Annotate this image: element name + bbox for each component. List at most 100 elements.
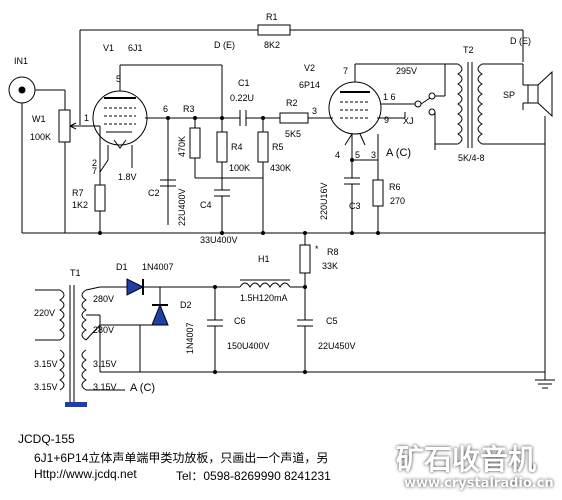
r5-label: R5 <box>272 142 284 152</box>
in1-label: IN1 <box>14 56 28 66</box>
d1-label: D1 <box>116 262 128 272</box>
v2-tube-6p14 <box>328 81 382 135</box>
d2-label: D2 <box>180 300 192 310</box>
c2-label: C2 <box>148 188 160 198</box>
watermark-name: 矿石收音机 <box>396 443 537 476</box>
c6-label: C6 <box>234 316 246 326</box>
v2-pin9: 9 <box>384 115 389 125</box>
r3-resistor <box>189 127 201 159</box>
footer-model: JCDQ-155 <box>18 432 75 446</box>
w1-potentiometer <box>58 109 71 143</box>
r6-value: 270 <box>390 196 405 206</box>
h1-value: 1.5H120mA <box>240 293 288 303</box>
c5-label: C5 <box>326 316 338 326</box>
v2-pin5: 5 <box>355 150 360 160</box>
v1-label: V1 <box>103 43 114 53</box>
v315a-label: 3.15V <box>34 359 58 369</box>
c3-label: C3 <box>349 201 361 211</box>
t2-label: T2 <box>463 45 474 55</box>
v315d-label: 3.15V <box>93 382 117 392</box>
r1-label: R1 <box>266 12 278 22</box>
r4-value: 100K <box>229 163 250 173</box>
xj-label: XJ <box>403 116 414 126</box>
footer-description: 6J1+6P14立体声单端甲类功放板，只画出一个声道，另 <box>34 451 329 465</box>
r1-value: 8K2 <box>264 40 280 50</box>
v2-grid-pin: 3 <box>312 106 317 116</box>
v1-pin1: 1 <box>84 113 89 123</box>
c4-label: C4 <box>200 200 212 210</box>
ac-label-top: A (C) <box>386 147 411 159</box>
r5-resistor <box>257 131 269 163</box>
r3-label: R3 <box>183 104 195 114</box>
t1-primary-winding <box>59 289 65 341</box>
r8-resistor <box>299 244 311 274</box>
t1-secondary-hv-winding <box>81 289 87 341</box>
sp-label: SP <box>503 90 515 100</box>
v220-label: 220V <box>34 308 55 318</box>
v1-filament-voltage: 1.8V <box>118 172 137 182</box>
r3-value: 470K <box>177 136 187 157</box>
t1-core-base <box>65 402 87 407</box>
t2-primary-winding <box>457 63 463 145</box>
t2-secondary-winding <box>477 63 483 145</box>
footer-tel: Tel：0598-8269990 8241231 <box>176 469 331 483</box>
v1-type: 6J1 <box>128 43 143 53</box>
v1-pin7: 7 <box>92 166 97 176</box>
de-label-right: D (E) <box>510 36 531 46</box>
r7-value: 1K2 <box>72 200 88 210</box>
t1-primary-heater-winding <box>59 349 65 391</box>
footer-url: Http://www.jcdq.net <box>34 467 137 481</box>
c5-value: 22U450V <box>318 341 356 351</box>
h1-label: H1 <box>258 254 270 264</box>
v295-label: 295V <box>396 66 417 76</box>
t2-value: 5K/4-8 <box>458 153 485 163</box>
r2-value: 5K5 <box>285 129 301 139</box>
c1-label: C1 <box>238 78 250 88</box>
watermark-url: www.crystalradio.cn <box>404 476 554 491</box>
speaker-symbol <box>527 84 539 104</box>
v1-tube-6j1 <box>92 90 148 146</box>
r1-resistor <box>257 24 291 36</box>
r7-label: R7 <box>72 188 84 198</box>
v280a-label: 280V <box>93 294 114 304</box>
r8-star: * <box>315 244 319 254</box>
v2-pin3: 3 <box>371 150 376 160</box>
r8-value: 33K <box>322 261 338 271</box>
v1-pin6: 6 <box>163 104 168 114</box>
ac-label-bottom: A (C) <box>130 382 155 394</box>
r6-resistor <box>372 179 384 207</box>
r4-resistor <box>216 131 228 163</box>
v1-pin2: 2 <box>92 158 97 168</box>
c6-value: 150U400V <box>227 341 270 351</box>
v1-pin5: 5 <box>116 74 121 84</box>
r5-value: 430K <box>270 163 291 173</box>
v2-pin4: 4 <box>335 150 340 160</box>
d2-diode <box>151 303 169 326</box>
t1-label: T1 <box>70 268 81 278</box>
v2-pin7: 7 <box>343 66 348 76</box>
r6-label: R6 <box>389 182 401 192</box>
c1-value: 0.22U <box>230 93 254 103</box>
t1-secondary-heater-winding <box>81 349 87 391</box>
c3-value: 220U16V <box>319 182 329 220</box>
c4-value: 33U400V <box>200 235 238 245</box>
d1-value: 1N4007 <box>142 262 174 272</box>
r8-label: R8 <box>327 247 339 257</box>
v280b-label: 280V <box>93 325 114 335</box>
d2-value: 1N4007 <box>185 322 195 354</box>
c2-value: 22U400V <box>177 188 187 226</box>
schematic-diagram: IN1 W1 100K R7 1K2 V1 6J1 5 6 1 2 7 1.8V… <box>8 12 555 407</box>
w1-label: W1 <box>32 114 46 124</box>
de-label-left: D (E) <box>214 40 235 50</box>
w1-value: 100K <box>30 132 51 142</box>
v2-pin16: 1 6 <box>383 92 396 102</box>
r2-label: R2 <box>286 98 298 108</box>
h1-choke <box>239 282 291 288</box>
v315c-label: 3.15V <box>93 359 117 369</box>
r4-label: R4 <box>231 142 243 152</box>
r2-resistor <box>279 112 309 124</box>
v315b-label: 3.15V <box>34 382 58 392</box>
v2-label: V2 <box>304 63 315 73</box>
v2-type: 6P14 <box>299 80 320 90</box>
r7-resistor <box>94 184 106 212</box>
